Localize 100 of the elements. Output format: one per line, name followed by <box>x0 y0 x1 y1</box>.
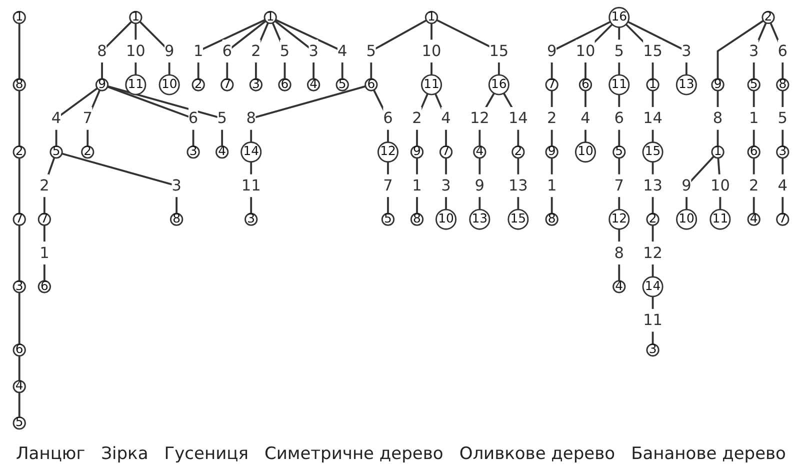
node-circle: 4 <box>747 212 760 226</box>
edge-label: 5 <box>366 42 376 60</box>
edge-label: 14 <box>643 108 662 127</box>
node-circle: 3 <box>249 78 263 92</box>
node-circle: 8 <box>545 212 558 226</box>
node-circle: 8 <box>410 212 424 226</box>
node-circle: 11 <box>608 74 630 96</box>
node-circle: 3 <box>186 145 200 159</box>
node-circle: 2 <box>512 145 525 159</box>
edge-label: 11 <box>643 310 662 329</box>
edge-label: 7 <box>383 176 393 194</box>
edge-label: 4 <box>51 108 62 127</box>
edge-label: 1 <box>748 108 759 127</box>
connector <box>55 87 98 146</box>
node-circle: 2 <box>81 145 94 159</box>
edge-label: 15 <box>643 42 662 60</box>
node-circle: 6 <box>12 343 26 357</box>
connector <box>250 85 366 142</box>
connector <box>652 162 654 214</box>
node-circle: 14 <box>642 276 664 298</box>
connector <box>370 19 427 79</box>
connector <box>18 90 20 146</box>
connector <box>274 20 314 79</box>
connector <box>716 20 764 79</box>
node-circle: 3 <box>244 212 258 226</box>
node-circle: 7 <box>12 212 26 226</box>
node-circle: 10 <box>574 142 596 163</box>
node-circle: 6 <box>38 280 51 294</box>
edge-label: 13 <box>643 176 662 194</box>
node-circle: 12 <box>608 208 630 230</box>
node-circle: 10 <box>158 74 180 96</box>
node-circle: 6 <box>278 78 292 92</box>
connector <box>618 94 620 146</box>
connector <box>197 19 266 79</box>
connector <box>275 19 344 79</box>
edge-label: 2 <box>251 42 261 60</box>
edge-label: 3 <box>172 176 182 194</box>
connector <box>18 392 20 418</box>
connector <box>717 158 722 210</box>
edge-label: 10 <box>710 176 730 194</box>
node-circle: 1 <box>264 10 277 24</box>
edge-label: 3 <box>441 176 451 194</box>
connector <box>782 158 784 214</box>
node-circle: 10 <box>676 208 698 230</box>
edge-label: 5 <box>217 108 227 127</box>
connector <box>272 22 286 79</box>
connector <box>250 162 252 214</box>
connector <box>752 22 767 79</box>
node-circle: 6 <box>364 78 378 92</box>
edge-label: 9 <box>164 42 174 60</box>
node-circle: 4 <box>216 145 229 159</box>
connector <box>18 23 20 79</box>
edge-label: 3 <box>308 42 318 60</box>
edge-label: 10 <box>576 42 596 60</box>
node-circle: 2 <box>646 212 660 226</box>
connector <box>430 23 432 75</box>
edge-label: 4 <box>441 108 451 127</box>
edge-label: 14 <box>508 108 528 127</box>
node-circle: 2 <box>192 78 205 92</box>
connector <box>752 158 755 214</box>
graph-name: Симетричне дерево <box>264 444 444 464</box>
node-circle: 7 <box>38 212 51 226</box>
connector <box>18 158 20 214</box>
node-circle: 13 <box>469 208 490 230</box>
edge-label: 12 <box>643 243 662 262</box>
edge-label: 1 <box>412 176 422 194</box>
node-circle: 9 <box>545 145 558 159</box>
edge-label: 9 <box>474 176 485 194</box>
edge-label: 2 <box>748 176 759 194</box>
connector <box>584 90 586 142</box>
edge-label: 6 <box>188 108 198 127</box>
node-circle: 11 <box>420 74 442 96</box>
edge-label: 3 <box>682 42 692 60</box>
edge-label: 6 <box>778 42 788 60</box>
connector <box>134 23 137 75</box>
connector <box>652 225 654 277</box>
node-circle: 1 <box>646 78 660 92</box>
node-circle: 14 <box>240 142 262 163</box>
edge-label: 4 <box>337 42 348 60</box>
connector <box>625 24 654 79</box>
node-circle: 11 <box>125 74 146 96</box>
node-circle: 7 <box>439 145 453 159</box>
node-circle: 5 <box>381 212 395 226</box>
node-circle: 9 <box>711 78 724 92</box>
edge-label: 11 <box>241 176 261 194</box>
connector <box>584 24 613 79</box>
node-circle: 4 <box>473 145 486 159</box>
edge-label: 1 <box>193 42 204 60</box>
node-circle: 9 <box>410 145 424 159</box>
connector <box>18 356 20 381</box>
edge-label: 10 <box>422 42 442 60</box>
node-circle: 8 <box>12 78 26 92</box>
edge-label: 6 <box>222 42 232 60</box>
connector <box>618 27 620 75</box>
node-circle: 13 <box>676 74 697 96</box>
node-circle: 15 <box>508 208 529 230</box>
edge-label: 5 <box>614 42 624 60</box>
connector <box>652 90 654 142</box>
node-circle: 1 <box>711 145 724 159</box>
graph-name: Ланцюг <box>16 444 86 464</box>
